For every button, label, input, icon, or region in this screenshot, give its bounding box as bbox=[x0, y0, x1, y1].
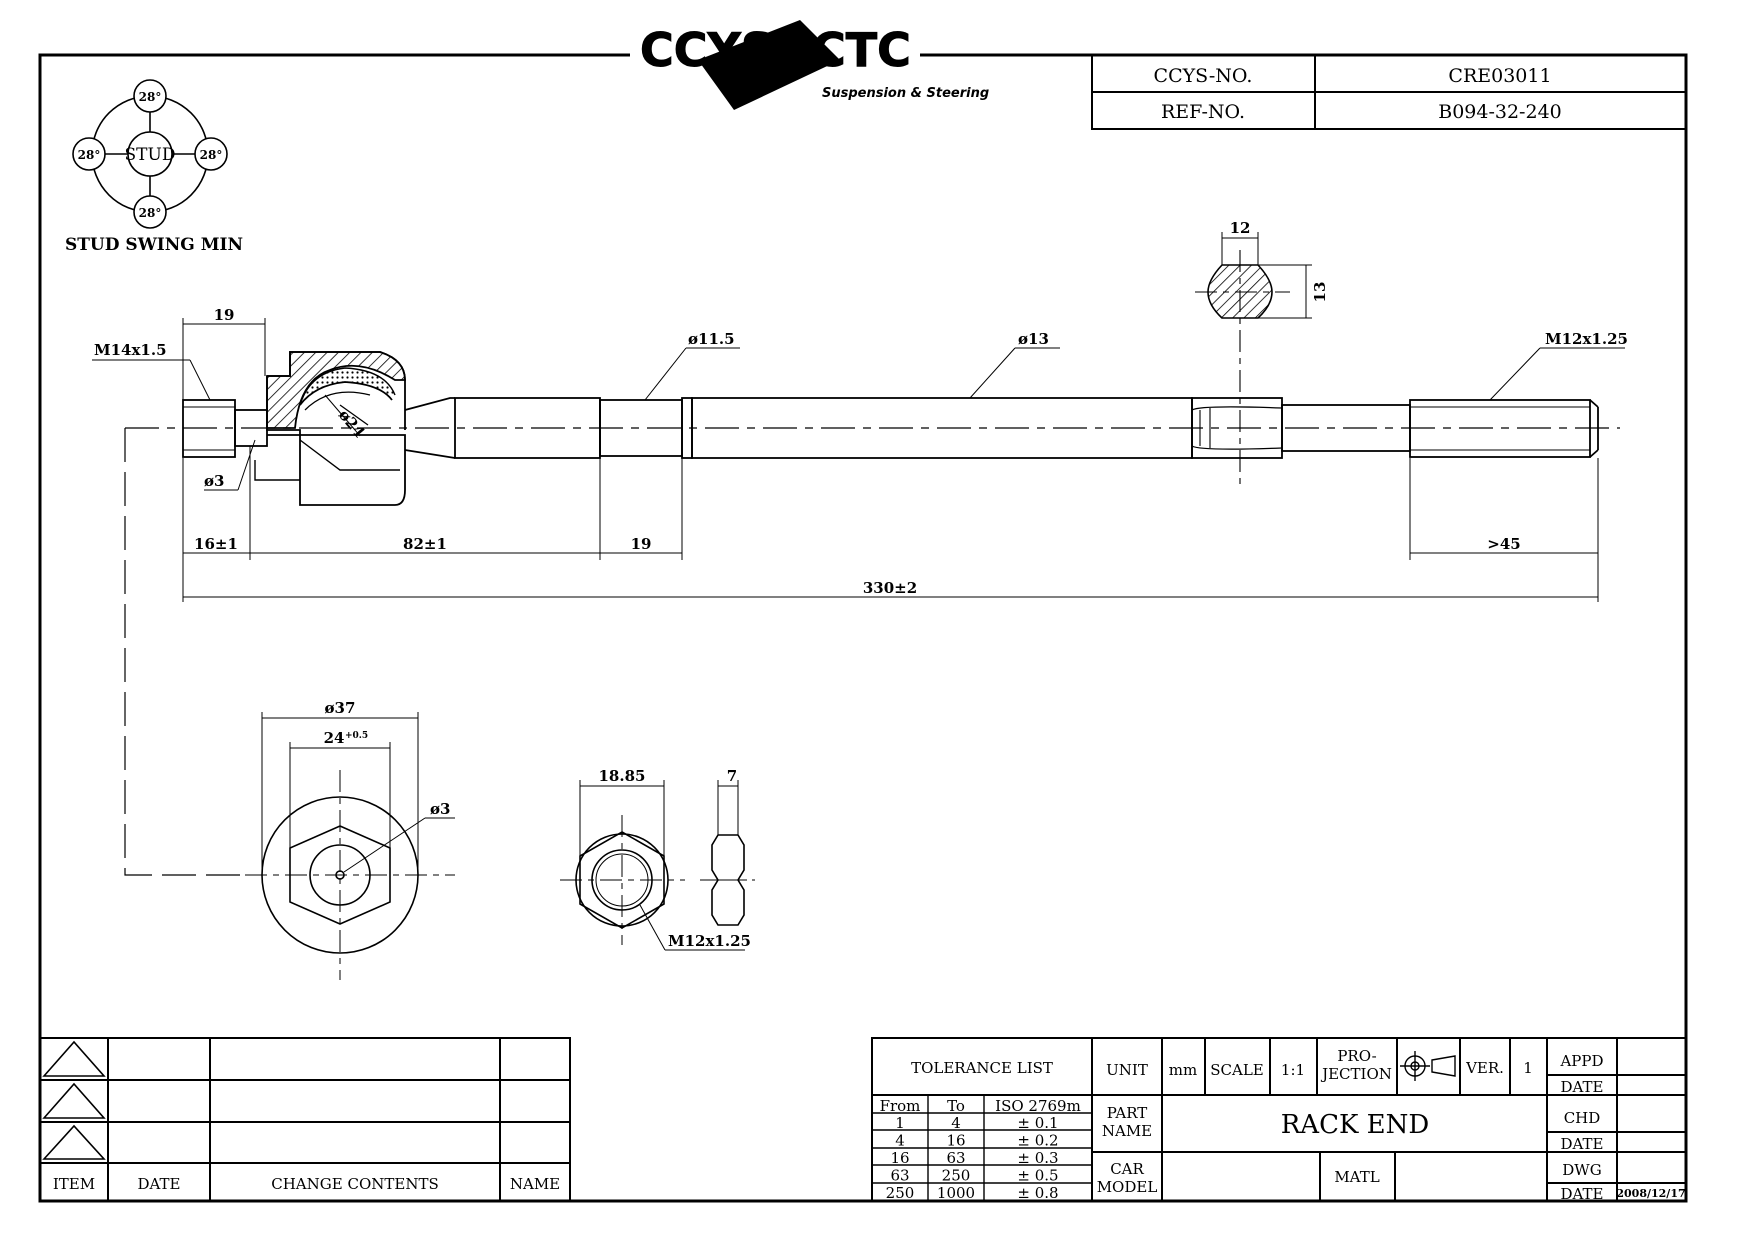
company-logo: CCYS CTC Suspension & Steering bbox=[630, 20, 989, 110]
part-name-value: RACK END bbox=[1281, 1110, 1430, 1140]
rack-end-side-view bbox=[182, 351, 1599, 506]
title-block bbox=[871, 1037, 1687, 1202]
shaft-diameter-115-callout: ø11.5 bbox=[688, 330, 735, 348]
version-label: VER. bbox=[1465, 1059, 1504, 1077]
revision-header-name: NAME bbox=[510, 1175, 560, 1193]
tolerance-cell: ± 0.1 bbox=[1017, 1114, 1058, 1132]
nut-thickness-dimension: 7 bbox=[727, 767, 737, 785]
tolerance-cell: ± 0.3 bbox=[1017, 1149, 1058, 1167]
logo-left: CCYS bbox=[640, 23, 774, 77]
angle-bottom: 28° bbox=[139, 206, 162, 220]
unit-value: mm bbox=[1169, 1061, 1197, 1079]
flats-section-view bbox=[1195, 232, 1312, 490]
stud-swing-caption: STUD SWING MIN bbox=[65, 235, 243, 255]
revision-table bbox=[39, 1037, 571, 1202]
stud-thread-callout: M14x1.5 bbox=[94, 341, 167, 359]
tolerance-cell: 1000 bbox=[937, 1184, 975, 1202]
tolerance-cell: 4 bbox=[895, 1132, 905, 1150]
projection-label-line1: PRO- bbox=[1337, 1047, 1376, 1065]
approved-label: APPD bbox=[1559, 1052, 1603, 1070]
nut-thread-callout: M12x1.25 bbox=[668, 932, 751, 950]
drawn-label: DWG bbox=[1562, 1161, 1601, 1179]
version-value: 1 bbox=[1523, 1059, 1533, 1077]
unit-label: UNIT bbox=[1106, 1061, 1148, 1079]
shaft-diameter-13-callout: ø13 bbox=[1018, 330, 1049, 348]
stud-label: STUD bbox=[125, 145, 176, 165]
tolerance-header-from: From bbox=[880, 1097, 921, 1115]
tolerance-header-iso: ISO 2769m bbox=[995, 1097, 1081, 1115]
tolerance-cell: 250 bbox=[942, 1167, 971, 1185]
dim-82: 82±1 bbox=[403, 535, 447, 553]
scale-label: SCALE bbox=[1210, 1061, 1264, 1079]
material-label: MATL bbox=[1334, 1168, 1379, 1186]
ref-no-label: REF-NO. bbox=[1161, 101, 1245, 123]
car-model-label-line2: MODEL bbox=[1097, 1178, 1158, 1196]
checked-date-label: DATE bbox=[1561, 1135, 1604, 1153]
projection-label-line2: JECTION bbox=[1320, 1065, 1392, 1083]
side-view-dimensions bbox=[92, 318, 1625, 602]
stud-swing-diagram bbox=[72, 79, 228, 229]
drawing-frame bbox=[38, 53, 1688, 1203]
dim-16: 16±1 bbox=[194, 535, 238, 553]
rod-thread-callout: M12x1.25 bbox=[1545, 330, 1628, 348]
lock-nut-views bbox=[560, 780, 755, 951]
ccys-no-label: CCYS-NO. bbox=[1154, 65, 1253, 87]
projection-line bbox=[124, 428, 250, 876]
tolerance-cell: 1 bbox=[895, 1114, 905, 1132]
approved-date-label: DATE bbox=[1561, 1078, 1604, 1096]
drawn-date-value: 2008/12/17 bbox=[1616, 1187, 1685, 1200]
angle-right: 28° bbox=[200, 148, 223, 162]
checked-label: CHD bbox=[1564, 1109, 1601, 1127]
tolerance-cell: 63 bbox=[890, 1167, 909, 1185]
nut-width-dimension: 18.85 bbox=[599, 767, 646, 785]
flat-height-dimension: 13 bbox=[1311, 282, 1329, 303]
front-pin-hole-callout: ø3 bbox=[430, 800, 450, 818]
angle-left: 28° bbox=[78, 148, 101, 162]
projection-symbol bbox=[1400, 1051, 1456, 1081]
dim-19-bottom: 19 bbox=[631, 535, 652, 553]
flat-width-dimension: 12 bbox=[1230, 219, 1251, 237]
tolerance-cell: 16 bbox=[890, 1149, 909, 1167]
tolerance-cell: 16 bbox=[946, 1132, 965, 1150]
housing-front-view bbox=[245, 712, 455, 980]
tolerance-cell: ± 0.5 bbox=[1017, 1167, 1058, 1185]
housing-od-dimension: ø37 bbox=[325, 699, 356, 717]
tolerance-list-title: TOLERANCE LIST bbox=[911, 1059, 1053, 1077]
logo-right: CTC bbox=[812, 23, 911, 77]
dim-thread-length: >45 bbox=[1487, 535, 1520, 553]
tolerance-cell: 250 bbox=[886, 1184, 915, 1202]
revision-header-item: ITEM bbox=[53, 1175, 95, 1193]
angle-top: 28° bbox=[139, 90, 162, 104]
pin-hole-callout: ø3 bbox=[204, 472, 224, 490]
drawn-date-label: DATE bbox=[1561, 1185, 1604, 1203]
tolerance-header-to: To bbox=[947, 1097, 965, 1115]
scale-value: 1:1 bbox=[1281, 1061, 1305, 1079]
tolerance-cell: 4 bbox=[951, 1114, 961, 1132]
part-name-label-line2: NAME bbox=[1102, 1122, 1152, 1140]
logo-tagline: Suspension & Steering bbox=[822, 86, 989, 101]
ball-diameter-callout: ø24 bbox=[335, 406, 369, 441]
hex-tolerance: +0.5 bbox=[345, 731, 368, 741]
revision-header-date: DATE bbox=[138, 1175, 181, 1193]
ref-no-value: B094-32-240 bbox=[1438, 101, 1562, 123]
reference-table bbox=[1091, 54, 1687, 130]
tolerance-cell: ± 0.8 bbox=[1017, 1184, 1058, 1202]
ccys-no-value: CRE03011 bbox=[1448, 65, 1551, 87]
part-name-label-line1: PART bbox=[1107, 1104, 1148, 1122]
stud-length-dimension: 19 bbox=[214, 306, 235, 324]
car-model-label-line1: CAR bbox=[1110, 1160, 1144, 1178]
tolerance-cell: 63 bbox=[946, 1149, 965, 1167]
revision-header-contents: CHANGE CONTENTS bbox=[271, 1175, 438, 1193]
tolerance-cell: ± 0.2 bbox=[1017, 1132, 1058, 1150]
hex-dimension: 24 bbox=[324, 729, 345, 747]
dim-overall-length: 330±2 bbox=[863, 579, 917, 597]
